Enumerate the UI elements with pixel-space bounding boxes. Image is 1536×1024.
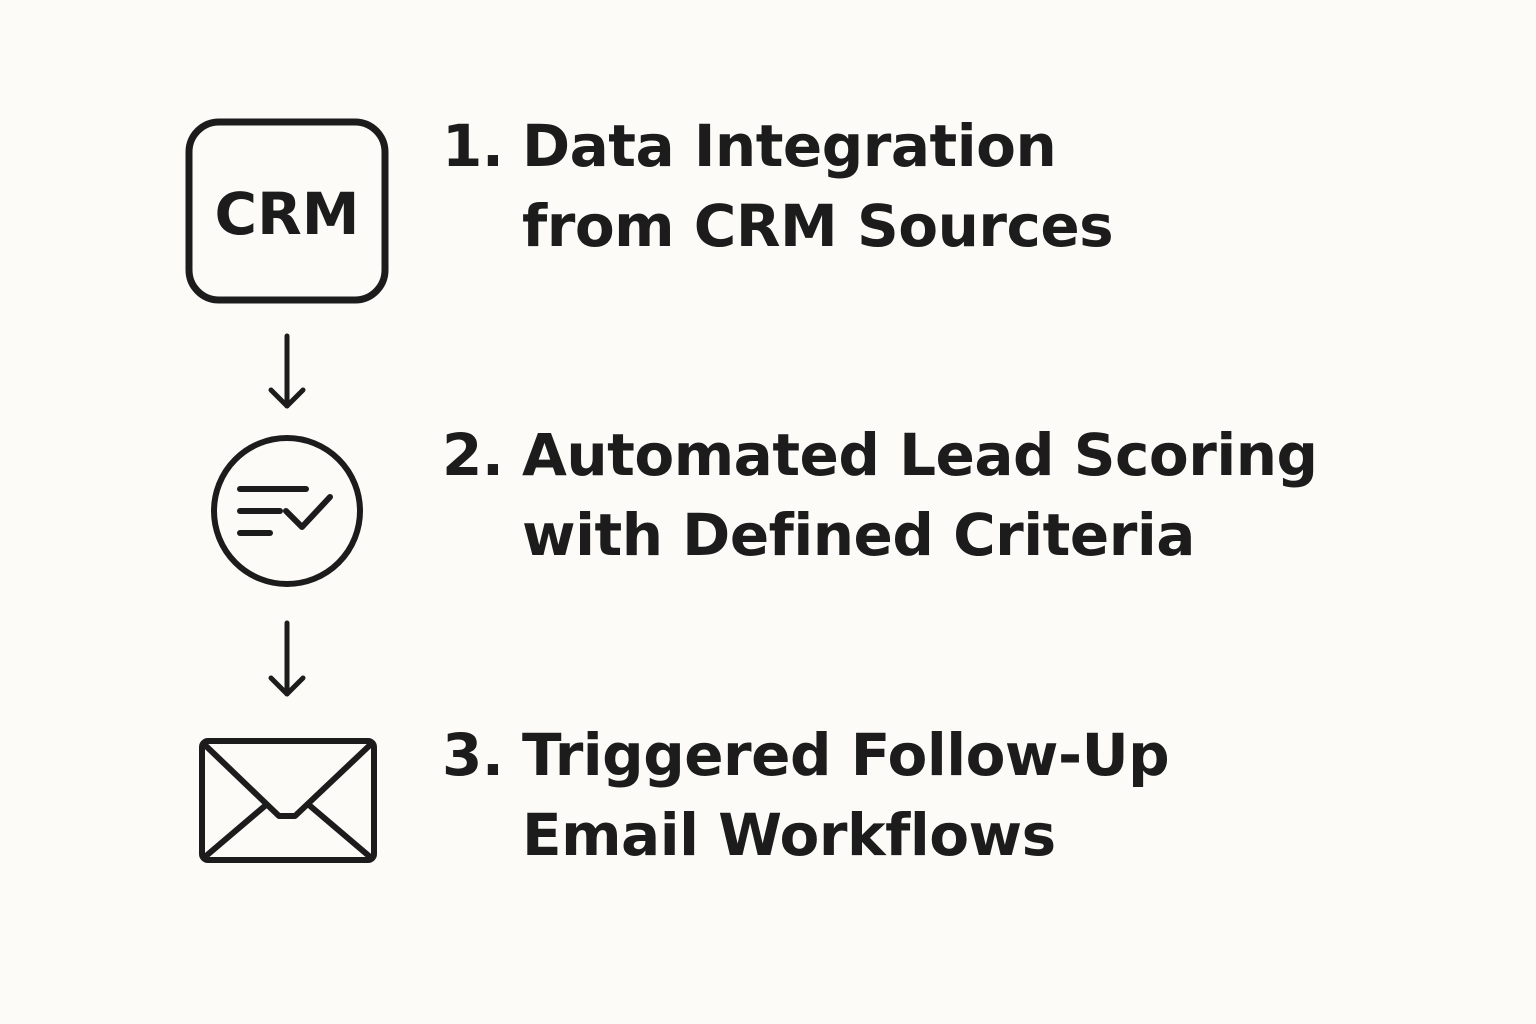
step-2: 2. Automated Lead Scoring with Defined C… xyxy=(442,415,1318,575)
step-number: 3. xyxy=(442,721,504,789)
checklist-circle-icon xyxy=(211,435,363,587)
step-1: 1. Data Integration from CRM Sources xyxy=(442,106,1114,266)
down-arrow-icon xyxy=(268,333,306,409)
step-title-line: with Defined Criteria xyxy=(522,501,1195,569)
step-title-line: from CRM Sources xyxy=(522,192,1114,260)
step-number: 1. xyxy=(442,112,504,180)
step-title-line: Triggered Follow-Up xyxy=(522,721,1170,789)
step-title-line: Automated Lead Scoring xyxy=(522,421,1318,489)
envelope-icon xyxy=(199,738,377,863)
step-3: 3. Triggered Follow-Up Email Workflows xyxy=(442,715,1170,875)
down-arrow-icon xyxy=(268,620,306,697)
crm-icon-label: CRM xyxy=(215,180,360,248)
step-number: 2. xyxy=(442,421,504,489)
crm-box-icon: CRM xyxy=(185,118,389,304)
step-title-line: Data Integration xyxy=(522,112,1057,180)
step-title-line: Email Workflows xyxy=(522,801,1056,869)
